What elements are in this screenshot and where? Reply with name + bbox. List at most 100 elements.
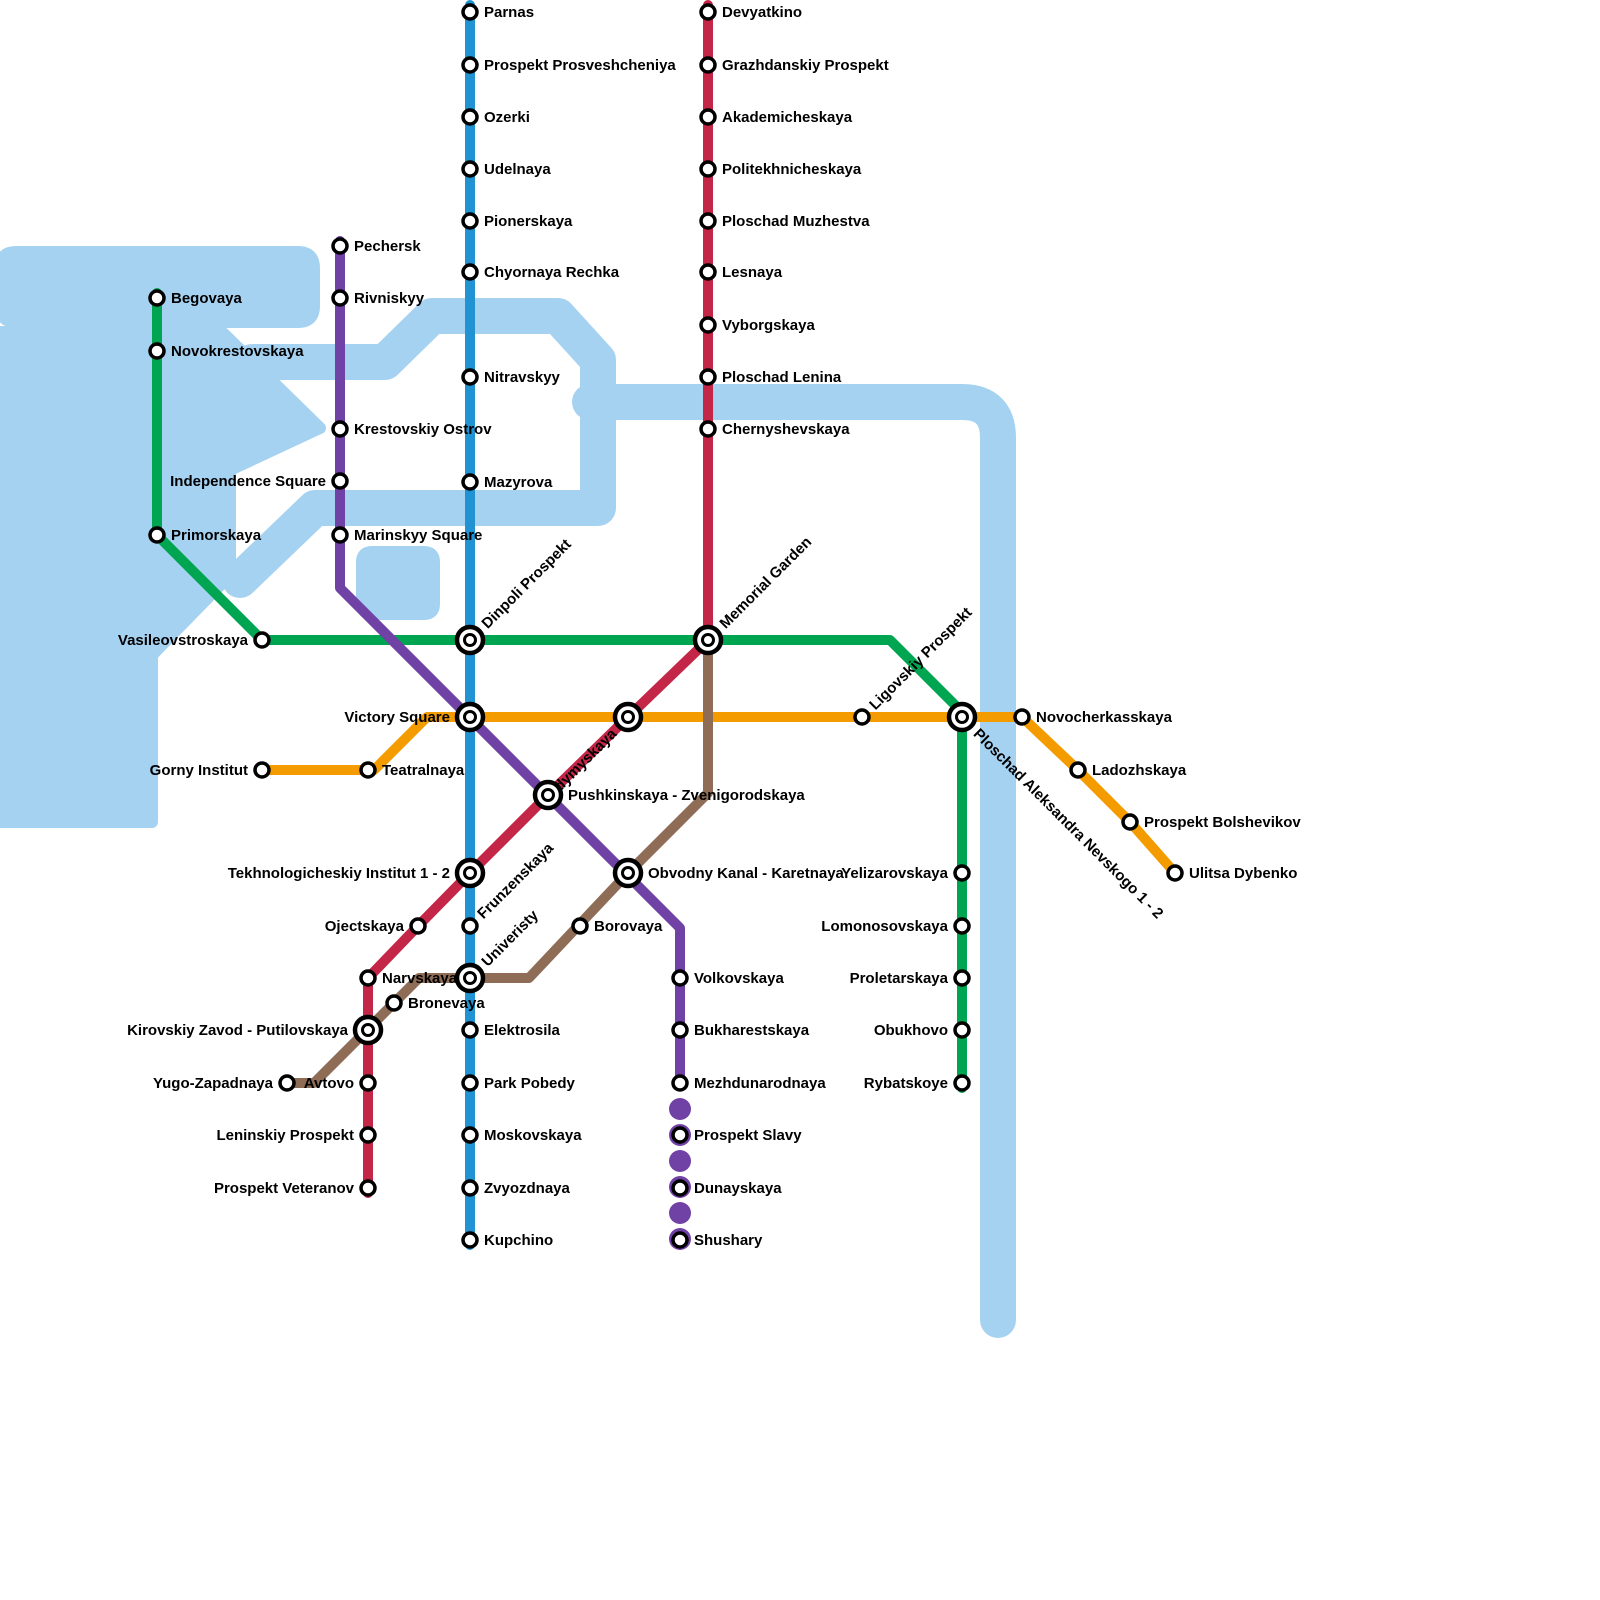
station-label: Zvyozdnaya (484, 1180, 571, 1197)
station-marker (461, 263, 479, 281)
station-zvyozdnaya[interactable]: Zvyozdnaya (461, 1179, 571, 1197)
station-novocherkasskaya[interactable]: Novocherkasskaya (1013, 708, 1173, 726)
station-akademicheskaya[interactable]: Akademicheskaya (699, 108, 853, 126)
station-marker (699, 56, 717, 74)
station-ojectskaya[interactable]: Ojectskaya (325, 917, 427, 935)
station-label: Rybatskoye (864, 1075, 948, 1092)
station-label: Prospekt Bolshevikov (1144, 814, 1301, 831)
station-rybatskoye[interactable]: Rybatskoye (864, 1074, 971, 1092)
station-shushary[interactable]: Shushary (671, 1231, 763, 1249)
station-chernyshevskaya[interactable]: Chernyshevskaya (699, 420, 850, 438)
station-label: Park Pobedy (484, 1075, 576, 1092)
line-purple (335, 236, 685, 1088)
station-leninskiy-prospekt[interactable]: Leninskiy Prospekt (216, 1126, 377, 1144)
station-marinskyy-square[interactable]: Marinskyy Square (331, 526, 482, 544)
station-label: Bronevaya (408, 995, 485, 1012)
station-prospekt-bolshevikov[interactable]: Prospekt Bolshevikov (1121, 813, 1301, 831)
station-kupchino[interactable]: Kupchino (461, 1231, 553, 1249)
station-ladozhskaya[interactable]: Ladozhskaya (1069, 761, 1187, 779)
station-marker (699, 316, 717, 334)
station-teatralnaya[interactable]: Teatralnaya (359, 761, 465, 779)
station-victory-square[interactable]: Victory Square (344, 701, 486, 733)
station-marker (461, 56, 479, 74)
station-label: Mezhdunarodnaya (694, 1075, 826, 1092)
station-prospekt-veteranov[interactable]: Prospekt Veteranov (214, 1179, 377, 1197)
station-mazyrova[interactable]: Mazyrova (461, 473, 553, 491)
station-kirovskiy-zavod-putilovskaya[interactable]: Kirovskiy Zavod - Putilovskaya (127, 1014, 384, 1046)
station-marker (953, 917, 971, 935)
station-vasileovstroskaya[interactable]: Vasileovstroskaya (118, 631, 271, 649)
station-marker (699, 160, 717, 178)
station-rivniskyy[interactable]: Rivniskyy (331, 289, 425, 307)
station-ploschad-lenina[interactable]: Ploschad Lenina (699, 368, 842, 386)
station-vyborgskaya[interactable]: Vyborgskaya (699, 316, 815, 334)
station-udelnaya[interactable]: Udelnaya (461, 160, 551, 178)
station-ploschad-muzhestva[interactable]: Ploschad Muzhestva (699, 212, 870, 230)
station-proletarskaya[interactable]: Proletarskaya (850, 969, 971, 987)
station-politekhnicheskaya[interactable]: Politekhnicheskaya (699, 160, 862, 178)
station-obvodny-kanal-karetnaya[interactable]: Obvodny Kanal - Karetnaya (612, 857, 845, 889)
station-elektrosila[interactable]: Elektrosila (461, 1021, 561, 1039)
station-volkovskaya[interactable]: Volkovskaya (671, 969, 784, 987)
station-pionerskaya[interactable]: Pionerskaya (461, 212, 573, 230)
station-yelizarovskaya[interactable]: Yelizarovskaya (841, 864, 971, 882)
station-bronevaya[interactable]: Bronevaya (385, 994, 485, 1012)
station-marker (359, 1074, 377, 1092)
station-tekhnologicheskiy-institut-1-2[interactable]: Tekhnologicheskiy Institut 1 - 2 (228, 857, 486, 889)
station-parnas[interactable]: Parnas (461, 3, 534, 21)
station-label: Ozerki (484, 109, 530, 126)
water-gulf-north (0, 246, 320, 328)
station-prospekt-prosveshcheniya[interactable]: Prospekt Prosveshcheniya (461, 56, 676, 74)
station-primorskaya[interactable]: Primorskaya (148, 526, 262, 544)
station-prospekt-slavy[interactable]: Prospekt Slavy (671, 1126, 802, 1144)
station-marker (461, 3, 479, 21)
station-lomonosovskaya[interactable]: Lomonosovskaya (821, 917, 971, 935)
station-marker (409, 917, 427, 935)
station-narvskaya[interactable]: Narvskaya (359, 969, 458, 987)
station-lesnaya[interactable]: Lesnaya (699, 263, 783, 281)
station-mezhdunarodnaya[interactable]: Mezhdunarodnaya (671, 1074, 826, 1092)
station-label: Pechersk (354, 238, 421, 255)
station-obukhovo[interactable]: Obukhovo (874, 1021, 971, 1039)
interchange-marker-inner (463, 633, 477, 647)
station-independence-square[interactable]: Independence Square (170, 472, 349, 490)
station-marker (953, 969, 971, 987)
station-marker (461, 212, 479, 230)
station-chyornaya-rechka[interactable]: Chyornaya Rechka (461, 263, 620, 281)
station-marker (671, 1021, 689, 1039)
station-marker (671, 1179, 689, 1197)
station-dunayskaya[interactable]: Dunayskaya (671, 1179, 782, 1197)
station-pechersk[interactable]: Pechersk (331, 237, 421, 255)
station-park-pobedy[interactable]: Park Pobedy (461, 1074, 576, 1092)
station-devyatkino[interactable]: Devyatkino (699, 3, 802, 21)
station-label: Nitravskyy (484, 369, 561, 386)
station-label: Leninskiy Prospekt (216, 1127, 354, 1144)
station-label: Begovaya (171, 290, 243, 307)
station-begovaya[interactable]: Begovaya (148, 289, 243, 307)
station-avtovo[interactable]: Avtovo (304, 1074, 377, 1092)
station-borovaya[interactable]: Borovaya (571, 917, 663, 935)
station-yugo-zapadnaya[interactable]: Yugo-Zapadnaya (153, 1074, 296, 1092)
station-novokrestovskaya[interactable]: Novokrestovskaya (148, 342, 304, 360)
interchange-marker-inner (463, 971, 477, 985)
station-label: Kupchino (484, 1232, 553, 1249)
station-nitravskyy[interactable]: Nitravskyy (461, 368, 561, 386)
station-krestovskiy-ostrov[interactable]: Krestovskiy Ostrov (331, 420, 492, 438)
station-moskovskaya[interactable]: Moskovskaya (461, 1126, 582, 1144)
station-ozerki[interactable]: Ozerki (461, 108, 530, 126)
station-bukharestskaya[interactable]: Bukharestskaya (671, 1021, 810, 1039)
station-marker (571, 917, 589, 935)
station-marker (699, 420, 717, 438)
station-ulitsa-dybenko[interactable]: Ulitsa Dybenko (1166, 864, 1297, 882)
interchange-marker-inner (701, 633, 715, 647)
station-pushkinskaya-zvenigorodskaya[interactable]: Pushkinskaya - Zvenigorodskaya (532, 779, 805, 811)
station-gorny-institut[interactable]: Gorny Institut (150, 761, 271, 779)
station-label: Ploschad Lenina (722, 369, 842, 386)
line-red (363, 0, 713, 1198)
station-marker (148, 289, 166, 307)
station-label: Avtovo (304, 1075, 354, 1092)
station-label: Marinskyy Square (354, 527, 482, 544)
station-label: Ligovskiy Prospekt (866, 604, 975, 713)
station-grazhdanskiy-prospekt[interactable]: Grazhdanskiy Prospekt (699, 56, 889, 74)
station-marker (359, 1126, 377, 1144)
